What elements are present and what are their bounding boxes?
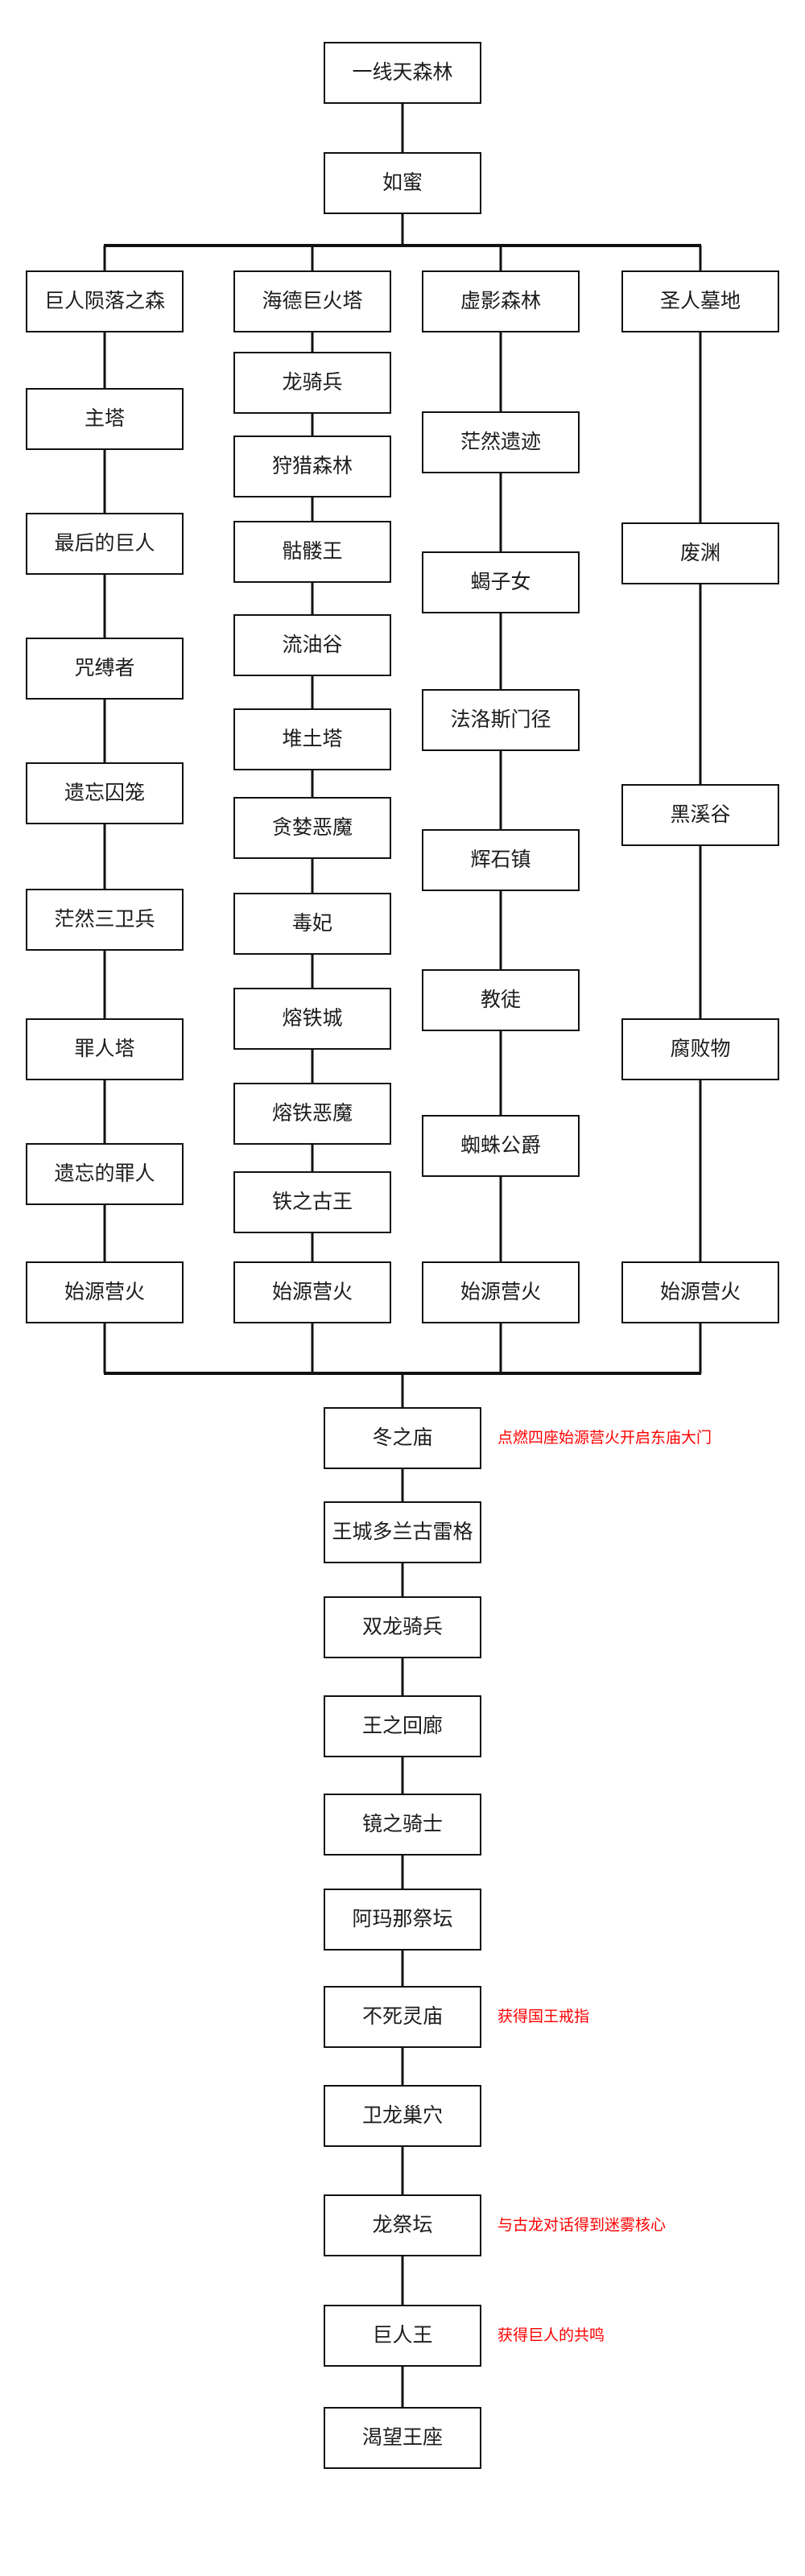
node-col1-header: 巨人陨落之森 (26, 270, 184, 332)
node-main-6: 不死灵庙 (324, 1986, 481, 2048)
node-col3-item4: 教徒 (422, 969, 580, 1031)
node-col3-item0: 茫然遗迹 (422, 411, 580, 473)
node-col4-item0: 废渊 (621, 522, 779, 584)
annotation-giant-resonance: 获得巨人的共鸣 (497, 2327, 605, 2344)
node-col2-item5: 贪婪恶魔 (233, 797, 391, 859)
node-main-8: 龙祭坛 (324, 2194, 481, 2256)
node-col2-header: 海德巨火塔 (233, 270, 391, 332)
node-col4-item1: 黑溪谷 (621, 784, 779, 846)
node-col2-item8: 熔铁恶魔 (233, 1083, 391, 1145)
node-col1-item1: 最后的巨人 (26, 513, 184, 575)
node-main-0: 冬之庙 (324, 1407, 481, 1469)
annotation-bonfire-gate: 点燃四座始源营火开启东庙大门 (497, 1430, 712, 1447)
node-main-7: 卫龙巢穴 (324, 2085, 481, 2147)
node-main-2: 双龙骑兵 (324, 1596, 481, 1658)
node-col1-item5: 罪人塔 (26, 1018, 184, 1080)
node-col1-item2: 咒缚者 (26, 638, 184, 700)
node-col4-header: 圣人墓地 (621, 270, 779, 332)
node-main-3: 王之回廊 (324, 1695, 481, 1757)
node-col3-item3: 辉石镇 (422, 829, 580, 891)
node-col4-item2: 腐败物 (621, 1018, 779, 1080)
node-col1-item4: 茫然三卫兵 (26, 889, 184, 951)
node-col1-item6: 遗忘的罪人 (26, 1143, 184, 1205)
node-main-9: 巨人王 (324, 2305, 481, 2367)
node-col3-item1: 蝎子女 (422, 551, 580, 613)
annotation-kings-ring: 获得国王戒指 (497, 2008, 590, 2025)
node-col3-header: 虚影森林 (422, 270, 580, 332)
node-col2-bonfire: 始源营火 (233, 1261, 391, 1323)
node-main-4: 镜之骑士 (324, 1794, 481, 1856)
node-col2-item2: 骷髅王 (233, 521, 391, 583)
node-col3-item5: 蜘蛛公爵 (422, 1115, 580, 1177)
node-col2-item9: 铁之古王 (233, 1171, 391, 1233)
node-main-10: 渴望王座 (324, 2407, 481, 2469)
node-col1-item3: 遗忘囚笼 (26, 762, 184, 824)
node-col2-item0: 龙骑兵 (233, 352, 391, 414)
node-col3-bonfire: 始源营火 (422, 1261, 580, 1323)
node-main-5: 阿玛那祭坛 (324, 1889, 481, 1951)
annotation-mist-core: 与古龙对话得到迷雾核心 (497, 2217, 667, 2234)
node-col1-item0: 主塔 (26, 388, 184, 450)
node-col3-item2: 法洛斯门径 (422, 689, 580, 751)
node-col2-item6: 毒妃 (233, 893, 391, 955)
node-col2-item4: 堆土塔 (233, 708, 391, 770)
node-main-1: 王城多兰古雷格 (324, 1501, 481, 1563)
node-col2-item3: 流油谷 (233, 614, 391, 676)
node-col1-bonfire: 始源营火 (26, 1261, 184, 1323)
node-hub-town: 如蜜 (324, 152, 481, 214)
node-col4-bonfire: 始源营火 (621, 1261, 779, 1323)
node-start-forest: 一线天森林 (324, 42, 481, 104)
node-col2-item1: 狩猎森林 (233, 436, 391, 497)
node-col2-item7: 熔铁城 (233, 988, 391, 1050)
